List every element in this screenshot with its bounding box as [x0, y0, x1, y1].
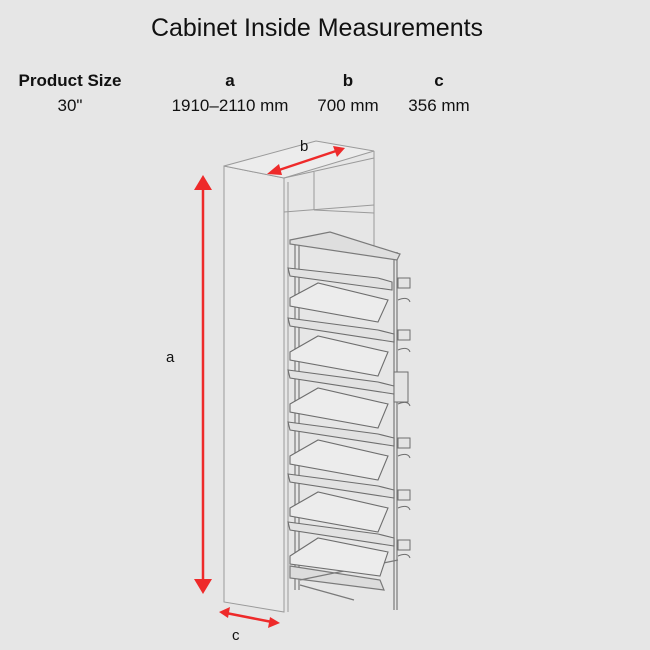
dimension-arrow-c: [219, 607, 280, 628]
spec-column-c: c 356 mm: [396, 72, 482, 115]
spec-column-product-size: Product Size 30": [10, 72, 130, 115]
spec-header: c: [434, 71, 444, 90]
spec-value: 356 mm: [408, 96, 470, 115]
spec-header: b: [342, 71, 354, 90]
basket-shelves: [287, 267, 395, 577]
spec-header: Product Size: [18, 71, 122, 90]
spec-value: 700 mm: [317, 96, 379, 115]
dimension-label-a: a: [166, 349, 175, 366]
spec-value: 1910–2110 mm: [171, 96, 289, 115]
side-brackets: [393, 277, 411, 559]
dimension-arrow-a: [194, 175, 212, 594]
dimension-label-c: c: [232, 627, 240, 644]
dimension-arrow-b: [267, 146, 345, 175]
dimension-label-b: b: [300, 138, 309, 155]
spec-header: a: [225, 71, 235, 90]
pullout-frame: [289, 231, 401, 610]
spec-column-a: a 1910–2110 mm: [160, 72, 300, 115]
spec-column-b: b 700 mm: [305, 72, 391, 115]
spec-value: 30": [57, 96, 83, 115]
page-title: Cabinet Inside Measurements: [150, 14, 484, 42]
